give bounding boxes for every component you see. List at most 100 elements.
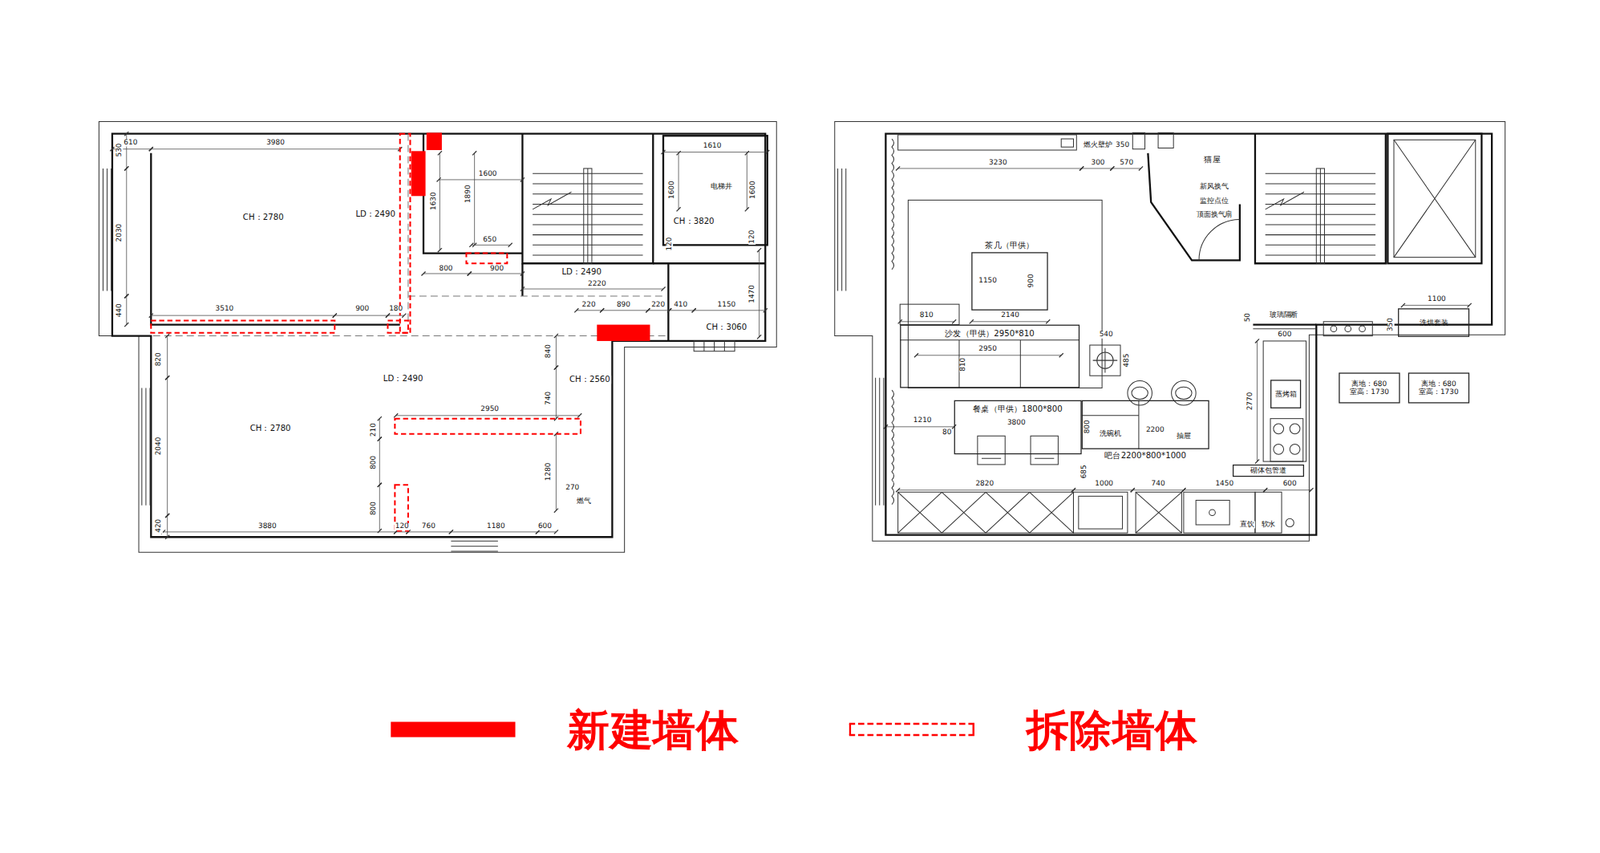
legend-dash [849, 723, 852, 735]
plan-label: LD：2490 [381, 374, 424, 383]
left-plan-part [141, 387, 150, 505]
right-plan-part [838, 168, 847, 292]
left-plan [98, 121, 777, 552]
plan-label: 220 [650, 301, 667, 309]
left-plan-part [704, 340, 725, 352]
plan-label: 900 [489, 264, 506, 272]
furniture-label: 茶几（甲供） [984, 240, 1034, 251]
right-plan-part [1030, 435, 1058, 465]
plan-label: 新风换气 [1198, 182, 1230, 191]
right-plan-part [898, 491, 1074, 533]
left-plan-part [408, 295, 664, 296]
plan-label: 洗碗机 [1098, 429, 1123, 438]
plan-label: 2770 [1246, 390, 1254, 411]
furniture-label: 蒸烤箱 [1275, 389, 1297, 398]
plan-label: 650 [482, 236, 499, 244]
dimension-lines-part [555, 367, 557, 419]
dimension-lines-part [1132, 489, 1184, 491]
plan-label: CH：2780 [248, 424, 292, 433]
demolished-wall [150, 133, 581, 531]
dimension-lines-part [555, 433, 557, 511]
dimension-lines-part [438, 178, 523, 180]
plan-label: 1600 [668, 179, 677, 200]
right-plan-part [1131, 386, 1148, 399]
right-plan-part [1171, 380, 1197, 406]
plan-label: 抽屉 [1175, 433, 1192, 441]
dimension-lines-part [538, 530, 557, 532]
legend-dash [849, 722, 975, 726]
node-text-group: 洗烘套装 [1419, 318, 1449, 327]
plan-label: 270 [564, 484, 581, 492]
right-plan-part [1209, 509, 1216, 516]
plan-label: 3980 [265, 139, 286, 147]
plan-label: 电梯井 [709, 182, 734, 191]
washer-dryer: 洗烘套装 [1397, 307, 1470, 337]
right-plan-part [1273, 423, 1285, 434]
right-plan-part [1393, 139, 1476, 257]
furniture-label: 室高：1730 [1349, 388, 1390, 397]
plan-label: 顶面换气扇 [1195, 211, 1234, 219]
furniture-label: 离地：680 [1421, 379, 1457, 388]
legend-text: 新建墙体 [567, 708, 739, 751]
new-wall-part [426, 132, 442, 150]
dimension-lines-part [150, 315, 335, 316]
left-plan-part [652, 263, 766, 341]
plan-label: 350 [1387, 316, 1395, 333]
dimension-lines-part [473, 153, 475, 246]
dimension-lines-part [379, 438, 381, 485]
dimension-lines-part [379, 418, 381, 439]
right-plan-part [898, 491, 1074, 533]
plan-label: 890 [615, 301, 632, 309]
left-plan-part [663, 135, 768, 245]
plan-label: 810 [918, 311, 935, 320]
plan-label: 440 [115, 302, 123, 319]
legend-dash [972, 723, 976, 735]
right-plan-part [1073, 491, 1127, 533]
demolished-wall-part [387, 320, 408, 333]
dimension-lines-part [334, 315, 388, 316]
left-plan-part [153, 335, 669, 337]
plan-label: 180 [388, 305, 405, 313]
right-plan-part [834, 121, 1506, 541]
steam-oven: 蒸烤箱 [1270, 379, 1301, 409]
right-plan-part [1316, 168, 1325, 264]
left-plan-part [693, 340, 735, 352]
plan-label: 3230 [988, 159, 1009, 167]
plan-label: CH：3060 [704, 323, 748, 332]
left-plan-part [98, 121, 777, 552]
right-plan-part [1198, 219, 1240, 261]
right-plan-part [1265, 191, 1305, 210]
plan-label: 2200 [1145, 425, 1166, 434]
dimension-lines-part [1265, 489, 1312, 491]
plan-label: 800 [369, 500, 377, 517]
plan-label: 1210 [912, 417, 933, 425]
dimension-lines-part [1256, 340, 1258, 462]
demolished-wall-part [400, 133, 411, 333]
plan-label: 220 [580, 301, 597, 309]
right-plan-part [1061, 138, 1074, 147]
dimension-lines-part [396, 414, 580, 416]
plan-label: 1630 [429, 190, 438, 211]
right-plan-part [1078, 495, 1123, 529]
right-plan-part [1270, 418, 1304, 462]
right-plan-part [1135, 491, 1182, 533]
right-plan-part [1263, 340, 1306, 462]
plan-label: 软水 [1259, 521, 1276, 529]
plan-label: 1600 [749, 179, 758, 200]
node-text-group: 离地：680室高：1730 [1418, 379, 1459, 396]
dimension-lines-part [916, 354, 1062, 356]
plan-label: 740 [545, 389, 553, 406]
plan-label: 1470 [748, 283, 756, 304]
plan-label: 530 [115, 141, 123, 158]
plan-label: 600 [1276, 331, 1293, 339]
plan-label: 1450 [1214, 480, 1235, 488]
right-plan-part [1344, 325, 1352, 333]
dimension-lines-part [1081, 167, 1113, 169]
right-plan-part [1255, 133, 1386, 264]
plan-label: 900 [354, 305, 371, 313]
dimension-lines-part [678, 153, 680, 210]
right-plan-part [1289, 443, 1301, 454]
dimension-lines-part [439, 153, 441, 251]
